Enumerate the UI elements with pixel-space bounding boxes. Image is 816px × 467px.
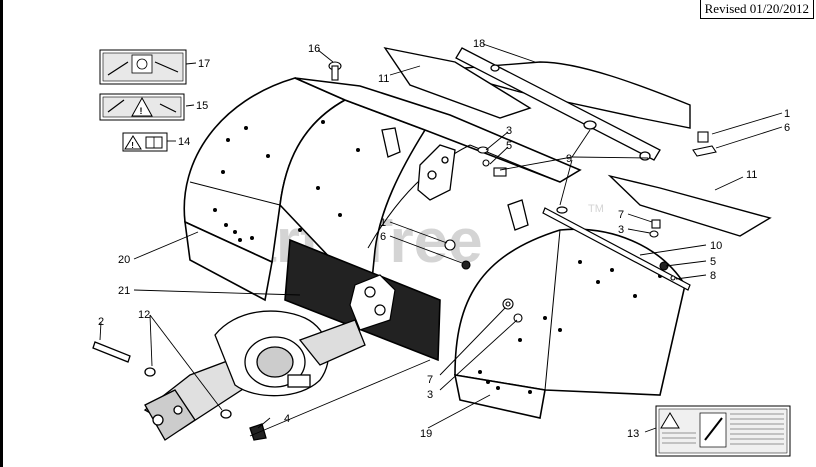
rotating-tine-icon [136,58,148,70]
hand-hazard-icon [107,99,177,113]
callout-7-lower: 7 [427,374,433,386]
callout-13: 13 [627,428,639,440]
hood-bolt-holes [213,120,662,394]
decal-15: ! [99,93,185,121]
callout-20: 20 [118,254,130,266]
revision-date: Revised 01/20/2012 [699,0,814,19]
callout-10: 10 [710,240,722,252]
rod-10 [542,206,691,291]
callout-6-left: 6 [380,231,386,243]
callout-21: 21 [118,285,130,297]
callout-15: 15 [196,100,208,112]
warning-triangle-icon [124,135,142,150]
callout-1-left: 1 [380,217,386,229]
warning-triangle-icon [660,412,680,429]
callout-3-right: 3 [618,224,624,236]
svg-text:!: ! [140,106,143,116]
callout-18: 18 [473,38,485,50]
decal-13 [655,405,791,457]
side-flap-11-right [607,174,772,237]
svg-text:!: ! [131,141,134,150]
transmission-assembly [92,310,366,441]
callout-11-right: 11 [746,169,757,181]
side-flap-11-top [383,46,532,119]
callout-16: 17 [198,58,210,70]
callout-5-top: 5 [506,140,512,152]
callout-3-lower: 3 [427,389,433,401]
hood-fold-lines [189,144,561,391]
decal-14: ! [122,132,168,152]
callout-8: 8 [710,270,716,282]
callout-14: 14 [178,136,190,148]
tine-hood-20 [183,77,686,419]
caution-decal-icon [131,96,153,117]
callout-17: 16 [308,43,320,55]
hardware [328,61,717,323]
decal-16 [99,49,187,85]
callout-4: 4 [284,413,290,425]
callout-1-right: 1 [784,108,790,120]
callout-9: 9 [566,153,572,165]
leader-lines [99,43,783,437]
watermark-tm: TM [588,203,604,215]
page-left-border [0,0,3,467]
callout-3-top: 3 [506,125,512,137]
callout-labels: 16 11 18 1 6 11 3 5 9 7 3 1 6 10 5 8 20 … [98,38,790,440]
callout-19: 19 [420,428,432,440]
callout-12: 12 [138,309,150,321]
mounting-bracket [349,274,396,331]
callout-2: 2 [98,316,104,328]
hinge-brackets [381,127,529,231]
shaft-2 [92,341,131,363]
callout-7-right: 7 [618,209,624,221]
callout-11-top: 11 [378,73,389,85]
callout-6-right: 6 [784,122,790,134]
callout-5-right: 5 [710,256,716,268]
